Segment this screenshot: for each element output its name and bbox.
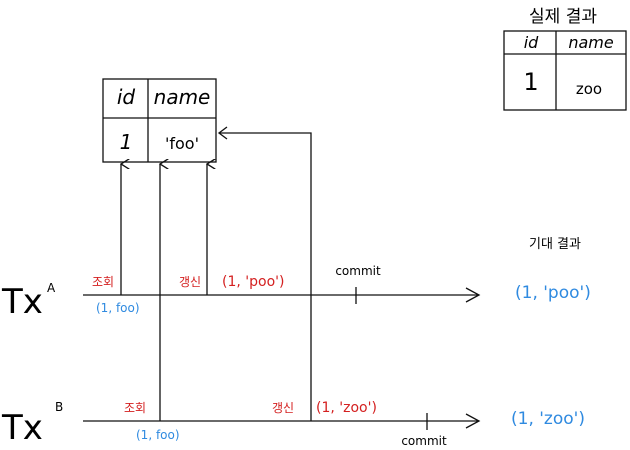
tx-b-read-value: (1, foo) <box>136 428 180 442</box>
tx-b-commit-label: commit <box>401 434 447 448</box>
expected-tx-a: (1, 'poo') <box>515 283 591 303</box>
expected-result-title: 기대 결과 <box>529 237 581 252</box>
expected-result: 기대 결과 (1, 'poo') (1, 'zoo') <box>511 237 591 429</box>
tx-b-update-arrow <box>220 132 312 421</box>
actual-header-id: id <box>524 33 539 52</box>
expected-tx-b: (1, 'zoo') <box>511 409 585 429</box>
actual-cell-name: zoo <box>576 80 602 98</box>
tx-b-superscript: B <box>55 400 63 414</box>
access-arrows <box>121 126 312 421</box>
tx-a-superscript: A <box>47 281 56 295</box>
db-cell-name: 'foo' <box>165 134 199 153</box>
db-header-name: name <box>154 85 211 109</box>
tx-b-label: Tx <box>1 408 43 448</box>
tx-b-update-value: (1, 'zoo') <box>316 400 377 416</box>
actual-result-table <box>503 30 627 111</box>
tx-a-label: Tx <box>1 282 43 322</box>
tx-a-update-value: (1, 'poo') <box>222 274 284 290</box>
actual-result-title: 실제 결과 <box>529 7 597 27</box>
tx-a-commit-label: commit <box>335 264 381 278</box>
tx-a-read-value: (1, foo) <box>96 301 140 315</box>
actual-result: 실제 결과 id name 1 zoo <box>503 7 627 111</box>
tx-b-update-label: 갱신 <box>272 401 294 415</box>
tx-a-timeline: Tx A commit 조회 (1, foo) 갱신 (1, 'poo') <box>1 264 481 322</box>
db-table: id name 1 'foo' <box>102 78 217 163</box>
tx-a-arrowhead <box>465 287 481 303</box>
db-header-id: id <box>117 85 136 109</box>
actual-header-name: name <box>568 33 614 52</box>
tx-b-timeline: Tx B commit 조회 (1, foo) 갱신 (1, 'zoo') <box>1 400 481 448</box>
tx-a-update-label: 갱신 <box>179 275 201 289</box>
tx-b-arrowhead <box>465 413 481 429</box>
db-cell-id: 1 <box>120 130 133 154</box>
tx-b-read-label: 조회 <box>124 401 146 415</box>
tx-a-read-label: 조회 <box>92 275 114 289</box>
actual-cell-id: 1 <box>523 68 538 96</box>
